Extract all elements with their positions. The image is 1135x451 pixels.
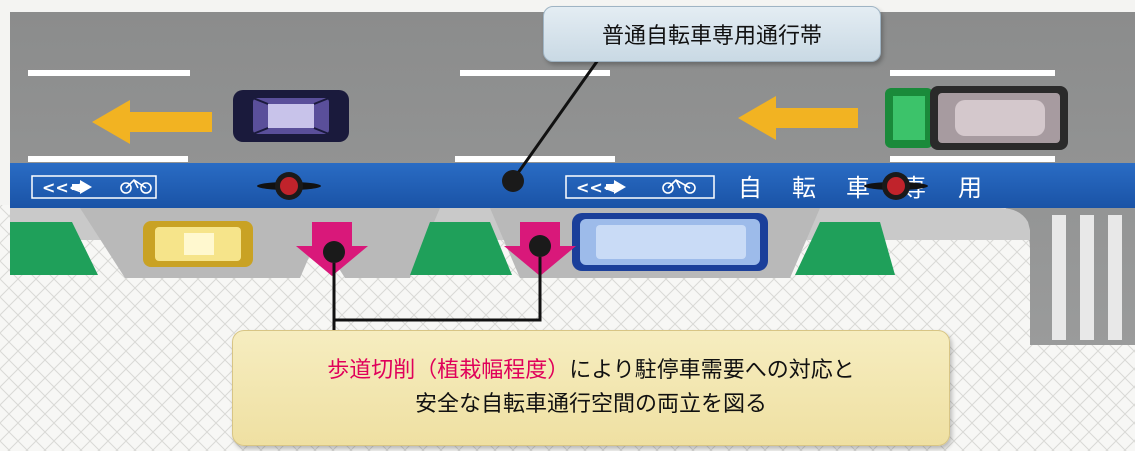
bus xyxy=(572,213,768,271)
lane-dashes xyxy=(28,70,1055,162)
svg-text:車: 車 xyxy=(846,174,870,202)
parking-down-arrow-icon xyxy=(296,222,368,276)
car-dark xyxy=(233,90,349,142)
chevrons-left: <<< xyxy=(42,178,82,197)
callout-anchor-dot xyxy=(502,170,524,192)
callout-line1-rest: により駐停車需要への対応と xyxy=(569,358,855,383)
cyclist-icon xyxy=(257,172,321,200)
bicycle-lane-callout: 普通自転車専用通行帯 xyxy=(543,6,881,62)
left-arrow-icon xyxy=(92,100,212,144)
crosswalk xyxy=(1052,215,1122,340)
cyclist-icon xyxy=(864,172,928,200)
callout-highlight-text: 歩道切削（植栽幅程度） xyxy=(327,358,570,383)
parking-down-arrow-icon xyxy=(504,222,576,276)
svg-text:転: 転 xyxy=(792,174,816,202)
svg-text:用: 用 xyxy=(958,174,982,202)
bicycle-lane xyxy=(10,163,1135,208)
bicycle-icon xyxy=(120,178,152,194)
bicycle-icon xyxy=(662,179,696,194)
lane-characters: 自 転 車 専 用 xyxy=(738,174,982,202)
callout-bottom-line1: 歩道切削（植栽幅程度）により駐停車需要への対応と xyxy=(327,354,855,388)
left-arrow-icon xyxy=(738,96,858,140)
svg-text:自: 自 xyxy=(738,174,762,202)
callout-bottom-line2: 安全な自転車通行空間の両立を図る xyxy=(414,392,767,417)
planting-areas xyxy=(10,222,895,275)
callout-top-text: 普通自転車専用通行帯 xyxy=(601,24,822,49)
leader-lines xyxy=(332,59,600,330)
sidewalk-cutting-callout: 歩道切削（植栽幅程度）により駐停車需要への対応と 安全な自転車通行空間の両立を図… xyxy=(232,330,950,446)
bike-lane-symbols: <<< <<< 自 転 車 専 用 xyxy=(31,174,982,202)
taxi xyxy=(143,221,253,267)
chevrons-mid: <<< xyxy=(576,178,616,197)
truck xyxy=(885,86,1068,150)
